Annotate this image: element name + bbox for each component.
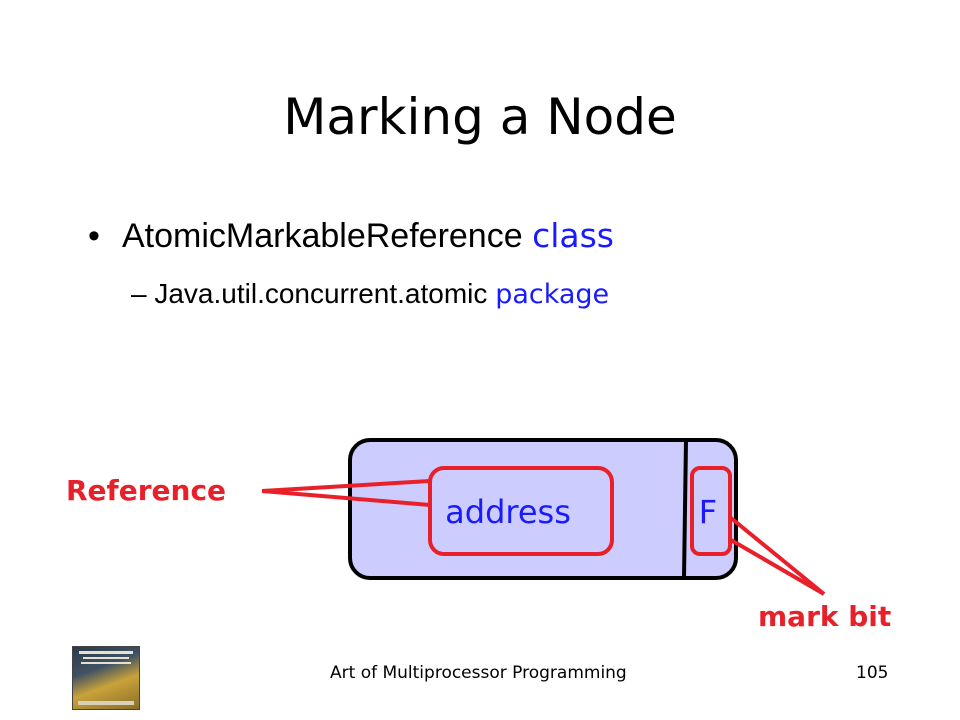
reference-callout-line-bottom: [261, 489, 431, 507]
sub-bullet-blue-text: package: [495, 279, 610, 310]
reference-label: Reference: [66, 474, 226, 507]
mark-bit-callout-line-top: [729, 516, 826, 596]
page-number: 105: [856, 663, 889, 683]
mark-bit-callout-line-bottom: [729, 538, 826, 596]
address-highlight: [428, 466, 614, 556]
bullet-dot-icon: •: [88, 217, 100, 255]
node-divider: [682, 439, 688, 579]
sub-bullet-item: – Java.util.concurrent.atomic package: [131, 278, 609, 310]
book-cover-image: [72, 646, 140, 710]
sub-bullet-dash: –: [131, 278, 147, 309]
reference-callout-line-top: [261, 479, 431, 493]
node-box: [348, 438, 738, 580]
mark-bit-highlight: [690, 466, 732, 556]
slide-title: Marking a Node: [283, 88, 677, 146]
sub-bullet-main-text: Java.util.concurrent.atomic: [154, 278, 488, 309]
footer-text: Art of Multiprocessor Programming: [330, 663, 627, 683]
mark-bit-label: mark bit: [758, 600, 891, 633]
bullet-blue-text: class: [532, 216, 614, 255]
bullet-item: • AtomicMarkableReference class: [88, 216, 614, 256]
flag-label: F: [699, 493, 717, 531]
bullet-main-text: AtomicMarkableReference: [122, 217, 523, 255]
address-label: address: [445, 493, 571, 531]
